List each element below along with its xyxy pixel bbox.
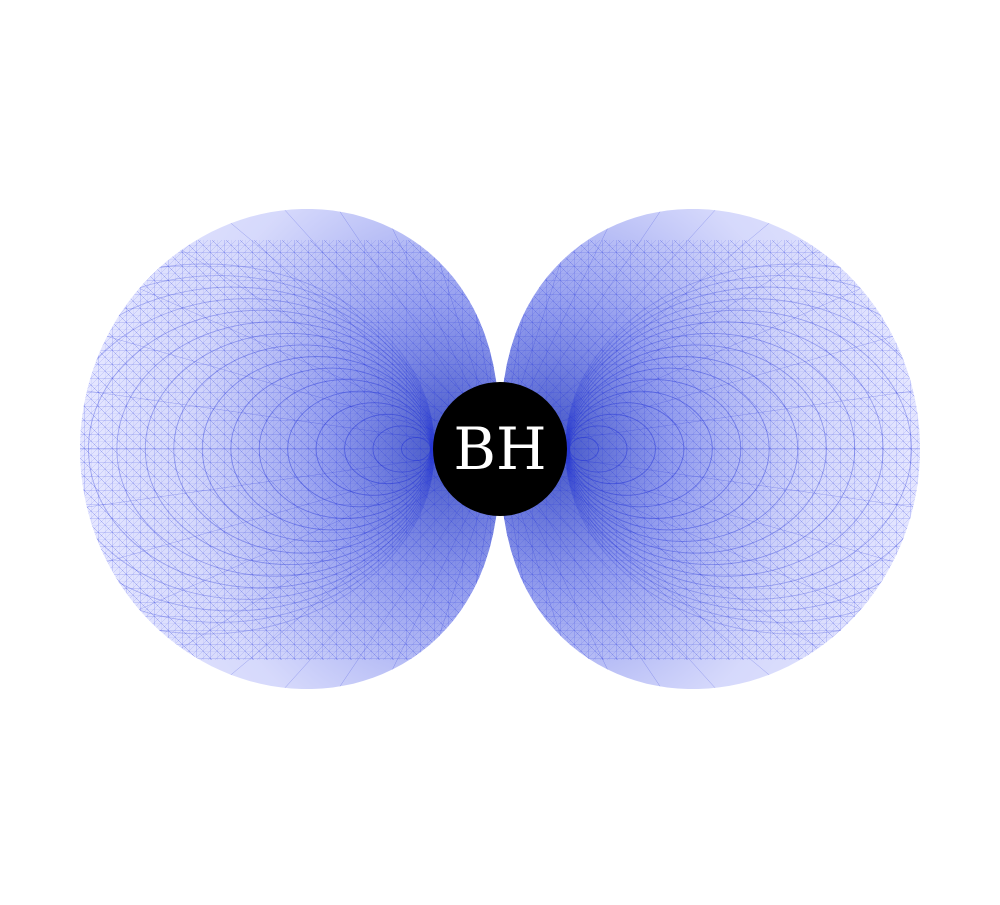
lobe-mesh-line bbox=[198, 209, 500, 450]
lobe-mesh-line bbox=[88, 265, 500, 450]
lobe-ring bbox=[567, 356, 799, 542]
lobe-ring bbox=[568, 402, 685, 496]
lobe-mesh-line bbox=[118, 210, 500, 450]
lobe-ring bbox=[144, 332, 434, 566]
lobe-ring bbox=[567, 367, 770, 531]
lobe-mesh-line bbox=[248, 448, 500, 689]
lobe-mesh-line bbox=[500, 448, 752, 689]
lobe-mesh-line bbox=[500, 448, 882, 688]
lobe-ring bbox=[567, 379, 742, 519]
lobe-ring bbox=[568, 425, 628, 473]
lobe-mesh-line bbox=[500, 448, 920, 512]
lobe-mesh-line bbox=[80, 448, 500, 574]
lobe-mesh-line bbox=[500, 209, 752, 450]
lobe-ring bbox=[566, 344, 827, 554]
lobe-mesh-line bbox=[198, 448, 500, 689]
lobe-ring bbox=[566, 332, 856, 566]
lobe-mesh-line bbox=[248, 209, 500, 450]
lobe-mesh-line bbox=[500, 265, 912, 450]
lobe-mesh-line bbox=[500, 209, 845, 450]
lobe-mesh-line bbox=[500, 448, 912, 633]
lobe-mesh-line bbox=[302, 209, 500, 450]
lobe-mesh-line bbox=[500, 448, 845, 689]
lobe-mesh-line bbox=[80, 386, 500, 450]
lobe-ring bbox=[568, 413, 656, 485]
lobe-mesh-line bbox=[500, 448, 698, 689]
lobe-ring bbox=[201, 356, 433, 542]
left-lobe bbox=[80, 209, 500, 689]
lobe-ring bbox=[372, 425, 432, 473]
lobe-mesh-line bbox=[500, 210, 882, 450]
lobe-ring bbox=[258, 379, 433, 519]
lobe-ring bbox=[344, 413, 432, 485]
black-hole: BH bbox=[433, 382, 567, 516]
lobe-ring bbox=[315, 402, 432, 496]
lobe-mesh-line bbox=[80, 324, 500, 450]
lobe-mesh-line bbox=[88, 448, 500, 633]
lobe-ring bbox=[287, 390, 432, 508]
lobe-mesh-line bbox=[118, 448, 500, 688]
lobe-mesh-line bbox=[155, 209, 500, 450]
lobe-mesh-line bbox=[500, 209, 802, 450]
lobe-ring bbox=[230, 367, 433, 531]
lobe-mesh-line bbox=[500, 448, 920, 574]
lobe-mesh-line bbox=[500, 209, 698, 450]
lobe-ring bbox=[173, 344, 434, 554]
lobe-mesh-line bbox=[80, 448, 500, 512]
black-hole-label: BH bbox=[453, 415, 546, 483]
lobe-mesh-line bbox=[302, 448, 500, 689]
lobe-mesh-line bbox=[500, 448, 802, 689]
right-lobe bbox=[500, 209, 920, 689]
lobe-ring bbox=[568, 390, 713, 508]
black-hole-disk bbox=[433, 382, 567, 516]
lobe-mesh-line bbox=[500, 324, 920, 450]
lobe-mesh-line bbox=[155, 448, 500, 689]
lobe-mesh-line bbox=[500, 386, 920, 450]
